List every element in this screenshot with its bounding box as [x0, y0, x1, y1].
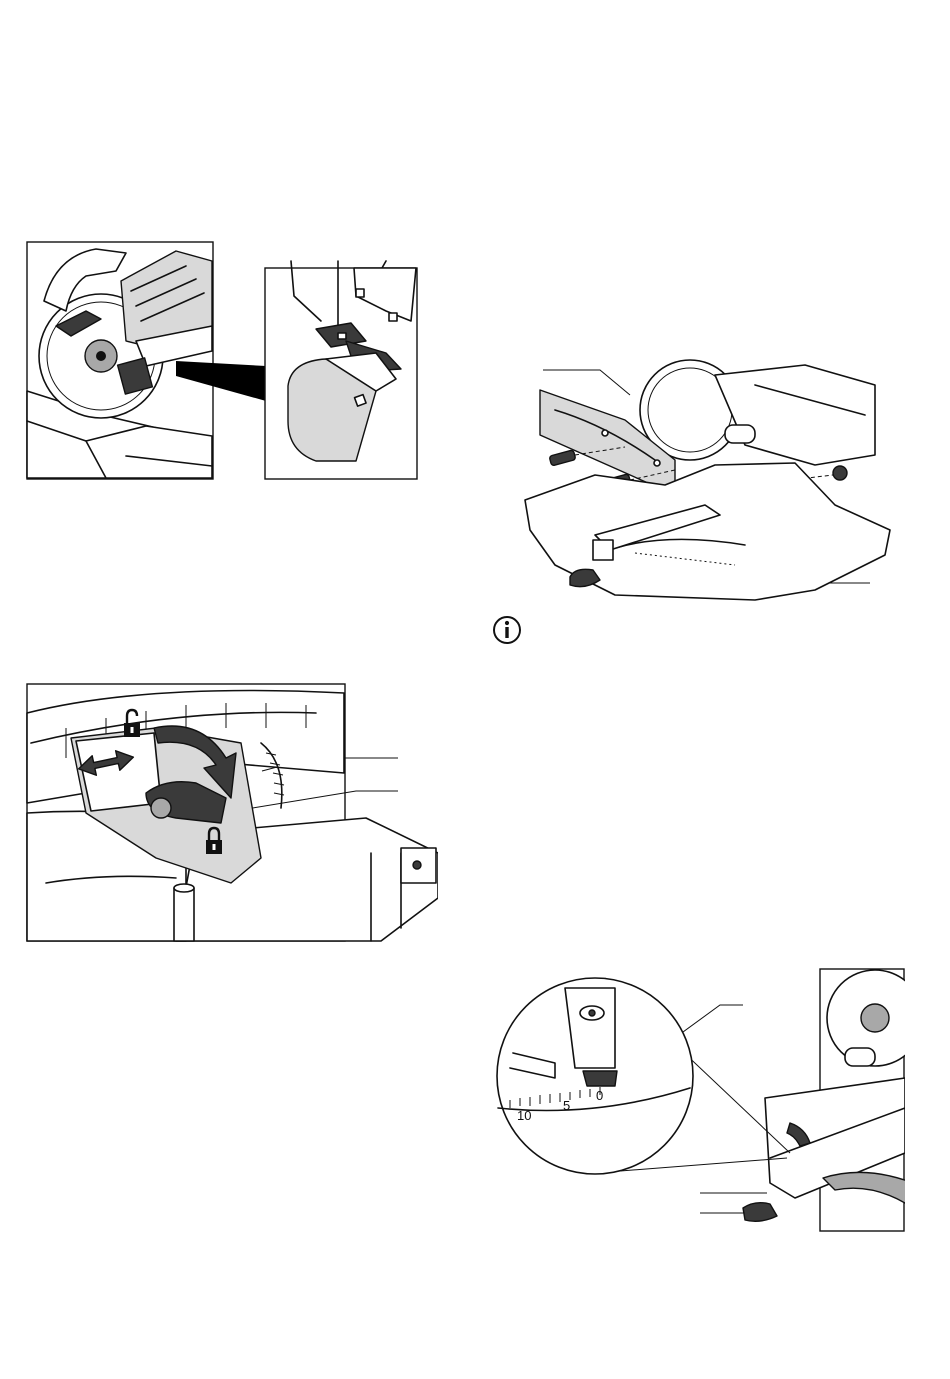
info-icon [492, 615, 522, 645]
scale-label-0: 0 [596, 1088, 603, 1103]
fence-extension-figure [515, 355, 895, 605]
fence-lock-figure [26, 683, 438, 943]
guard-insert-figure [26, 241, 418, 480]
miter-scale-figure: 10 5 0 [495, 968, 905, 1233]
scale-label-5: 5 [563, 1098, 570, 1113]
scale-label-10: 10 [517, 1108, 531, 1123]
